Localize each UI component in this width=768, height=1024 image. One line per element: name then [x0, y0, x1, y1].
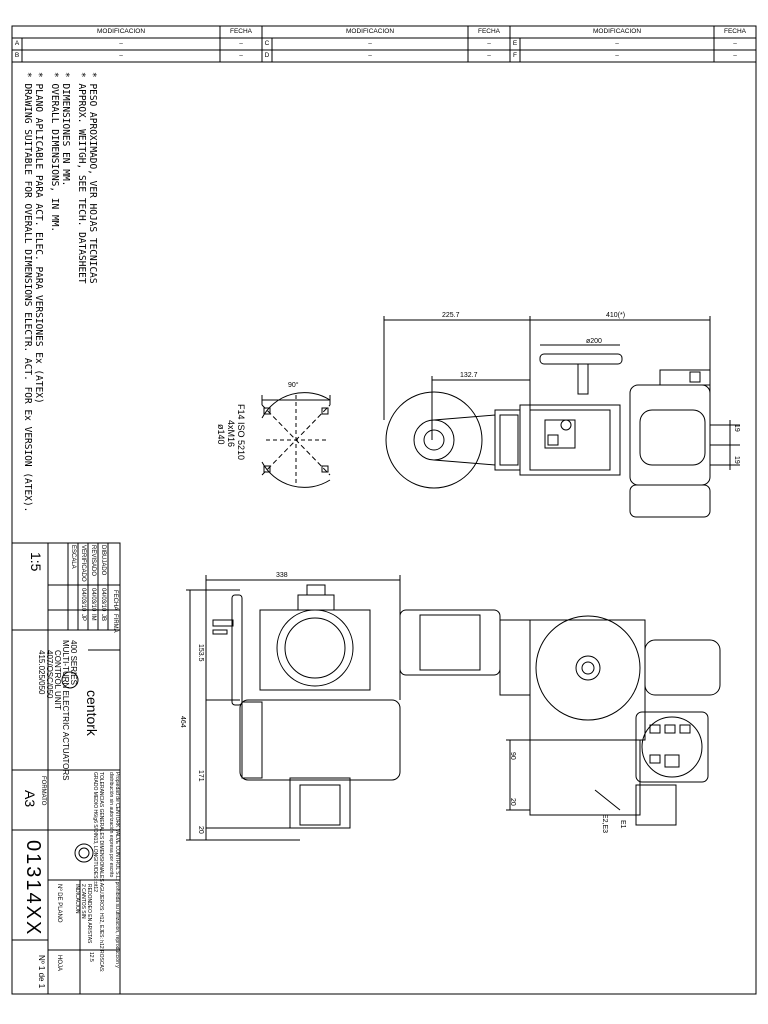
- rev-letter-d: D: [264, 52, 270, 59]
- title-line-3: CONTROL UNIT: [53, 650, 62, 710]
- dim-153: 153.5: [197, 644, 204, 662]
- date-header-1: FECHA: [229, 28, 253, 35]
- rev-mod-f: –: [615, 52, 619, 59]
- rev-mod-a: –: [119, 40, 123, 47]
- rev-date-e: –: [733, 40, 737, 47]
- tb-role-2: REVISADO: [90, 545, 96, 577]
- tb-escala-label: ESCALA: [70, 545, 76, 569]
- tb-sign-2: IM: [90, 614, 96, 621]
- plano-number: 01314XX: [22, 840, 44, 937]
- mod-header-2: MODIFICACION: [345, 28, 395, 35]
- rev-mod-e: –: [615, 40, 619, 47]
- tb-escala: 1:5: [28, 552, 44, 572]
- rev-letter-b: B: [14, 52, 20, 59]
- flange-line-2: 4xM16: [226, 420, 236, 448]
- mod-header-3: MODIFICACION: [592, 28, 642, 35]
- date-header-2: FECHA: [477, 28, 501, 35]
- note-5: * PLANO APLICABLE PARA ACT. ELEC. PARA V…: [33, 72, 44, 404]
- dim-20-front: 20: [197, 826, 204, 834]
- roughness: 12.5: [88, 952, 94, 962]
- dim-19a: 19: [733, 424, 740, 432]
- flange-angle: 90°: [288, 382, 299, 389]
- note-3: * DIMENSIONES EN MM.: [60, 72, 71, 187]
- dim-19b: 19: [733, 456, 740, 464]
- tb-sign-1: JB: [100, 614, 106, 622]
- dim-20-right: 20: [509, 798, 516, 806]
- finish-text: REDONDEO EN ARISTAS 2 CANTOS SIN INDICAC…: [74, 884, 92, 944]
- rev-mod-c: –: [368, 40, 372, 47]
- label-e1: E1: [619, 820, 626, 829]
- note-6: * DRAWING SUITABLE FOR OVERALL DIMENSION…: [22, 72, 33, 513]
- flange-line-1: F14 ISO 5210: [236, 404, 246, 461]
- rev-letter-e: E: [512, 40, 518, 47]
- plano-label: Nº DE PLANO: [56, 884, 62, 923]
- title-line-4: 407/OSC/050: [45, 650, 54, 699]
- hoja: Nº 1 de 1: [37, 955, 46, 989]
- rev-letter-c: C: [264, 40, 270, 47]
- rev-letter-a: A: [14, 40, 20, 47]
- date-header-3: FECHA: [723, 28, 747, 35]
- tb-date-1: 04/03/10: [100, 588, 106, 612]
- rev-date-b: –: [239, 52, 243, 59]
- tb-col-fecha: FECHA: [112, 590, 118, 611]
- formato: A3: [22, 790, 38, 808]
- tb-col-firma: FIRMA: [112, 614, 118, 633]
- note-4: * OVERALL DIMENSIONS, IN MM.: [49, 72, 60, 233]
- title-line-2: MULTI-TURN ELECTRIC ACTUATORS: [61, 640, 70, 781]
- dim-90: 90: [509, 752, 516, 760]
- dim-132: 132.7: [460, 372, 478, 379]
- tb-date-2: 04/03/10: [90, 588, 96, 612]
- dim-410: 410(*): [606, 312, 626, 319]
- dim-200: ø200: [586, 338, 602, 345]
- rev-mod-b: –: [119, 52, 123, 59]
- rev-date-f: –: [733, 52, 737, 59]
- company-logo: centork: [84, 690, 100, 736]
- dim-225: 225.7: [442, 312, 460, 319]
- dim-171: 171: [197, 770, 204, 782]
- title-line-5: 415.025/050: [37, 650, 46, 695]
- tb-sign-3: JP: [80, 614, 86, 622]
- rev-date-a: –: [239, 40, 243, 47]
- flange-line-3: ø140: [216, 424, 226, 445]
- label-e2-e3: E2,E3: [601, 814, 608, 834]
- dim-464: 464: [179, 716, 186, 728]
- tb-role-1: DIBUJADO: [100, 545, 106, 576]
- formato-label: FORMATO: [40, 776, 46, 806]
- rev-date-c: –: [487, 40, 491, 47]
- mod-header-1: MODIFICACION: [96, 28, 146, 35]
- note-2: * APPROX. WEITGH, SEE TECH. DATASHEET: [76, 72, 87, 284]
- rev-mod-d: –: [368, 52, 372, 59]
- property-text: Propiedad de CENTORK VALVE CONTROL S.L. …: [108, 772, 120, 968]
- note-1: * PESO APROXIMADO, VER HOJAS TECNICAS: [87, 72, 98, 284]
- dim-338: 338: [276, 572, 288, 579]
- rev-letter-f: F: [513, 52, 517, 59]
- title-line-1: 400 SERIES: [69, 640, 78, 685]
- hoja-label: HOJA: [56, 955, 62, 972]
- tb-role-3: VERIFICADO: [80, 545, 86, 582]
- tb-date-3: 04/03/10: [80, 588, 86, 612]
- rev-date-d: –: [487, 52, 491, 59]
